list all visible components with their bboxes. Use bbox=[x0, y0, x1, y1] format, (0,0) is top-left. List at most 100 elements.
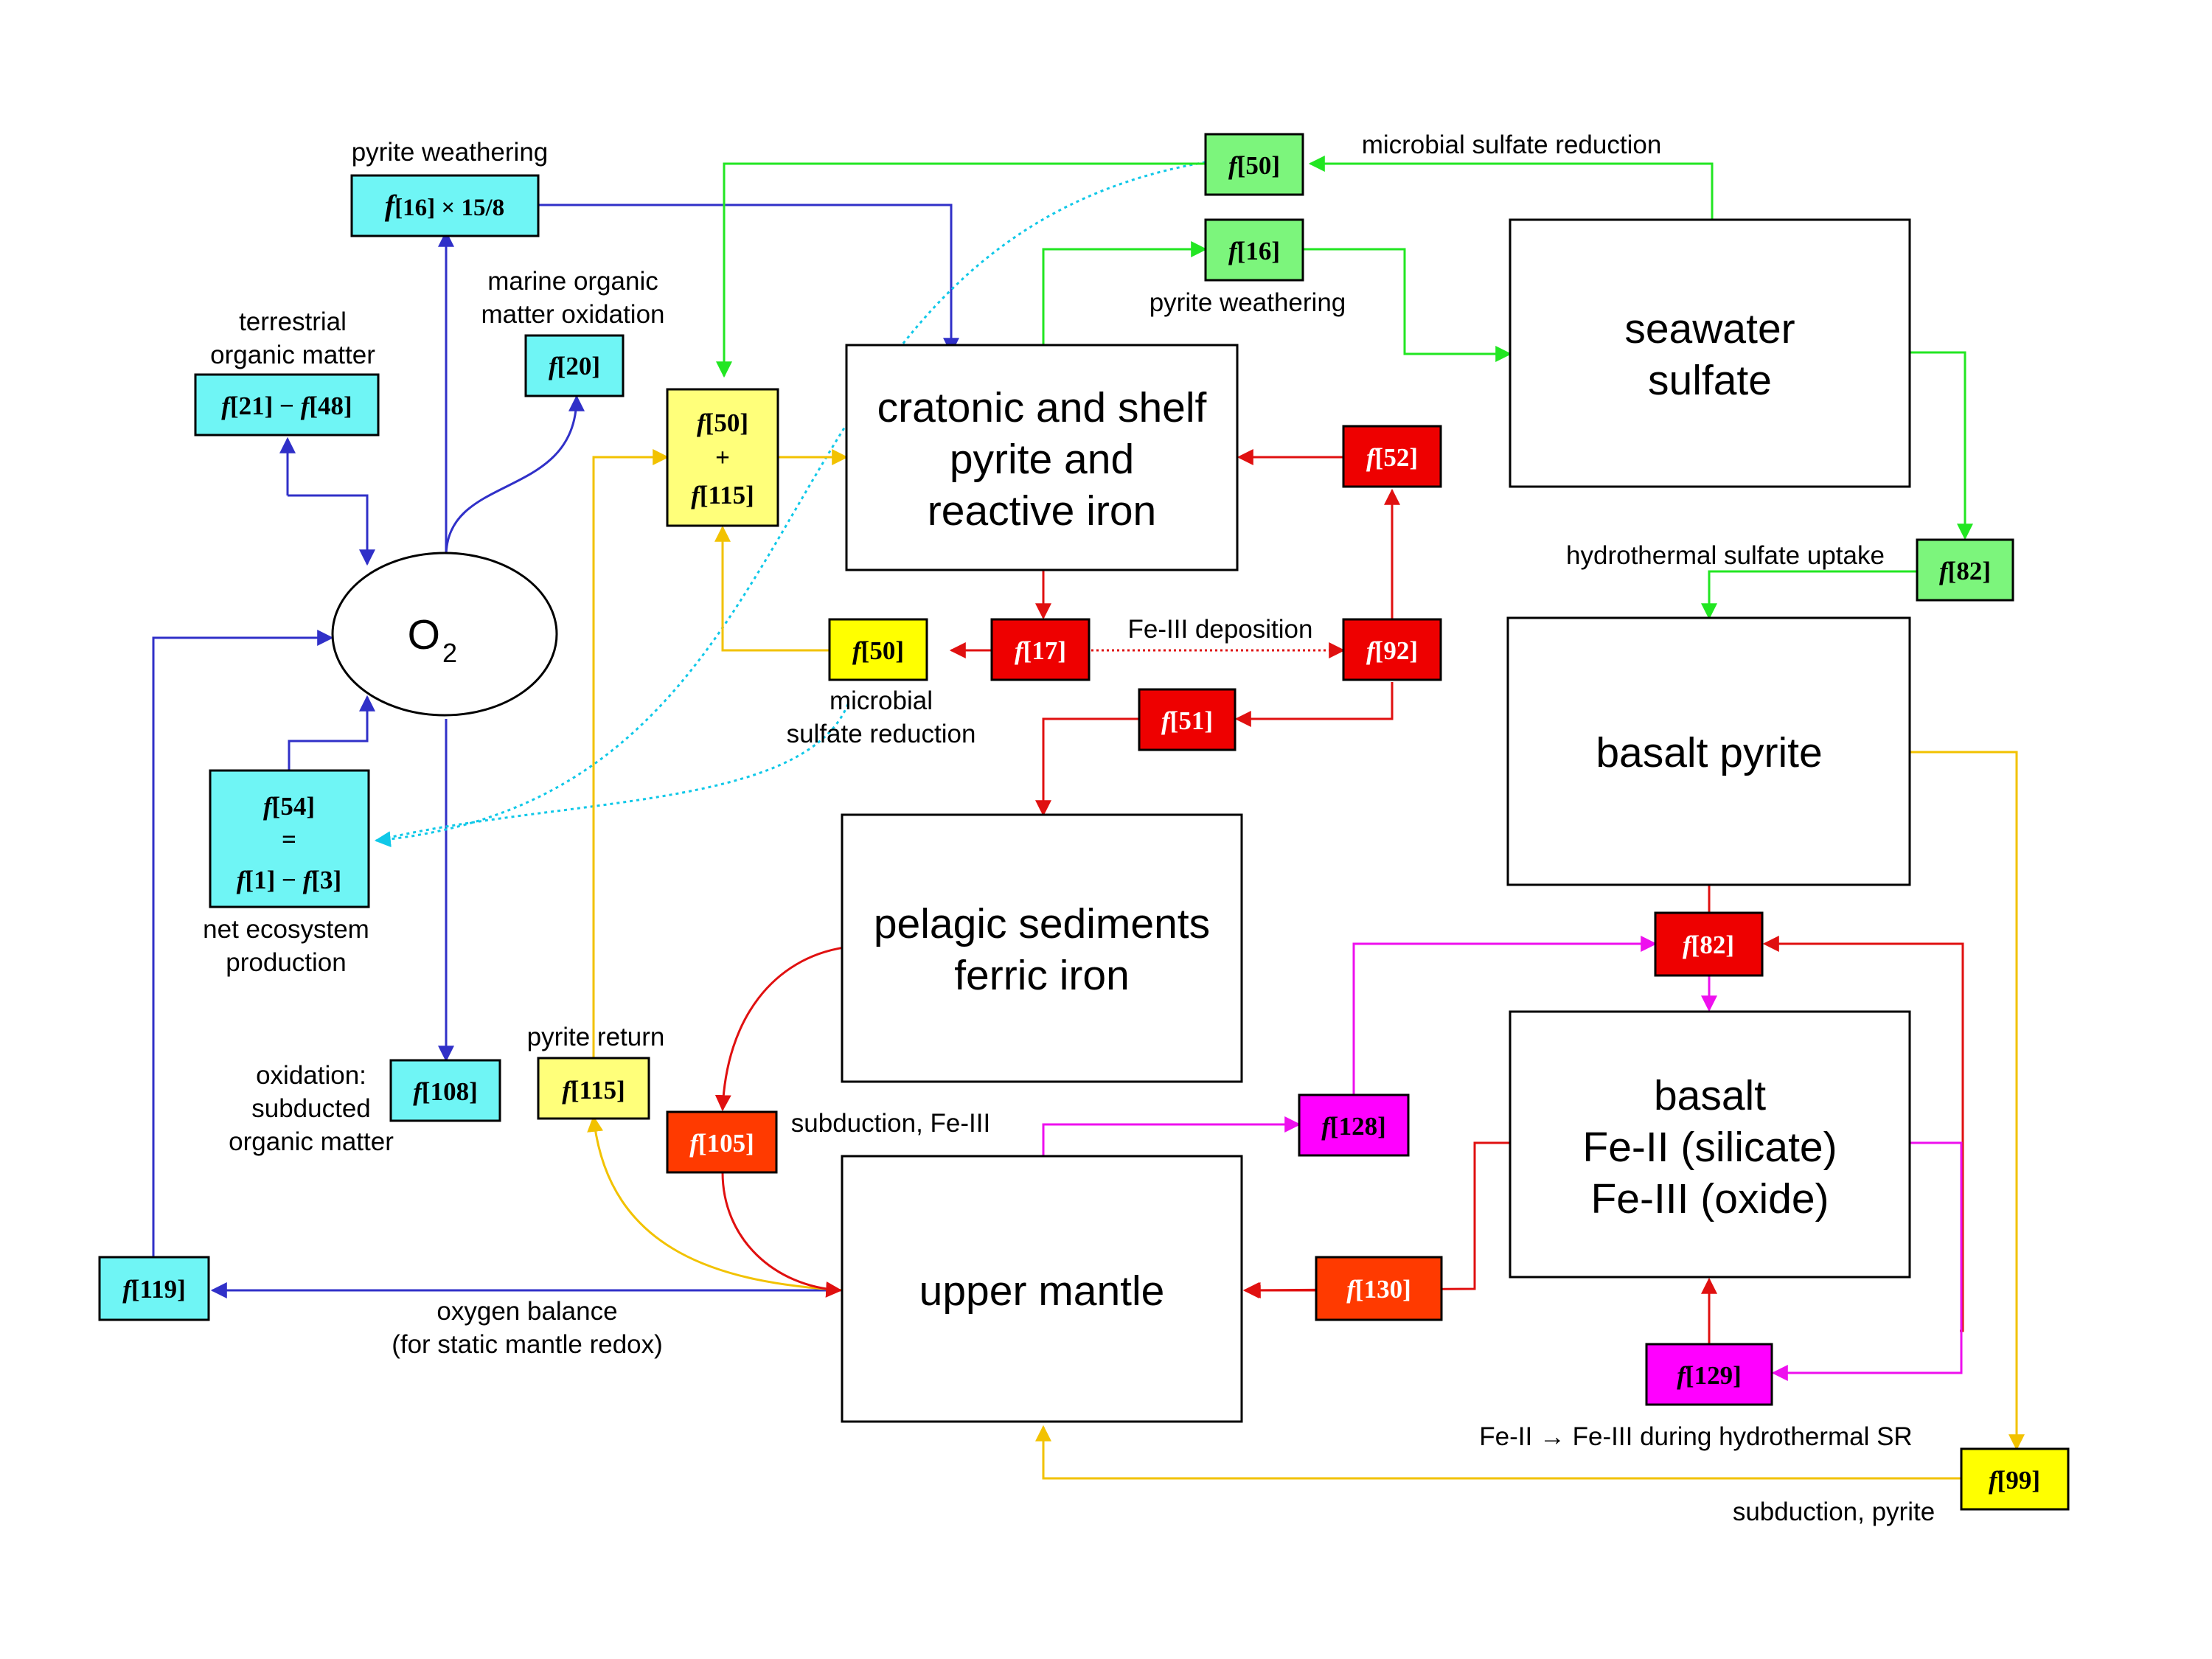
f99-text: [99] bbox=[1997, 1466, 2040, 1495]
oxidation-subducted-label-2: subducted bbox=[251, 1094, 371, 1123]
f50-green-text: [50] bbox=[1237, 151, 1280, 180]
flux-f16-x-15-8: f[16] × 15/8 bbox=[350, 174, 540, 237]
flux-f130: f[130] bbox=[1315, 1256, 1443, 1321]
microbial-sr-label-1: microbial bbox=[830, 686, 933, 715]
svg-text:f[16]: f[16] bbox=[1228, 237, 1280, 265]
svg-text:f[50]: f[50] bbox=[697, 408, 748, 437]
f52-text: [52] bbox=[1375, 443, 1418, 472]
svg-text:f[82]: f[82] bbox=[1939, 557, 1991, 585]
blue-connectors bbox=[152, 204, 959, 1298]
o2-to-marine-om-arrow bbox=[445, 394, 585, 557]
f119-to-o2-arrow bbox=[152, 630, 334, 1257]
f17-text: [17] bbox=[1023, 636, 1066, 665]
flux-f115: f[115] bbox=[537, 1057, 650, 1120]
f130-text: [130] bbox=[1355, 1275, 1411, 1304]
seawater-to-f50-arrow bbox=[1308, 156, 1714, 219]
f54-text: [54] bbox=[272, 792, 315, 821]
pelagic-line-2: ferric iron bbox=[954, 952, 1130, 999]
oxygen-balance-label-1: oxygen balance bbox=[437, 1297, 617, 1326]
f115-sum-text: [115] bbox=[700, 481, 754, 509]
svg-text:f[51]: f[51] bbox=[1161, 706, 1213, 735]
svg-text:f[99]: f[99] bbox=[1989, 1466, 2040, 1495]
svg-text:f[54]: f[54] bbox=[263, 792, 315, 821]
flux-f17: f[17] bbox=[990, 618, 1091, 681]
svg-text:f[50]: f[50] bbox=[1228, 151, 1280, 180]
mantle-to-f128-arrow bbox=[1042, 1116, 1301, 1156]
flux-f108: f[108] bbox=[389, 1059, 501, 1122]
basalt-pyrite-label: basalt pyrite bbox=[1596, 729, 1822, 776]
o2-label: O bbox=[408, 611, 440, 658]
nep-label-1: net ecosystem bbox=[203, 915, 369, 944]
flux-f105: f[105] bbox=[666, 1110, 778, 1174]
basalt-pyrite-to-f99-arrow bbox=[1910, 751, 2025, 1451]
fe2-fe3-label: Fe-II → Fe-III during hydrothermal SR bbox=[1479, 1422, 1912, 1451]
f82-green-text: [82] bbox=[1948, 557, 1991, 585]
oxygen-balance-label-2: (for static mantle redox) bbox=[392, 1330, 663, 1359]
terrestrial-label-2: organic matter bbox=[210, 341, 375, 369]
svg-text:f[1] − f[3]: f[1] − f[3] bbox=[237, 866, 341, 894]
flux-f20: f[20] bbox=[524, 334, 625, 397]
flux-f50-yellow: f[50] bbox=[828, 618, 928, 681]
reservoir-upper-mantle: upper mantle bbox=[841, 1155, 1243, 1423]
reservoir-o2: O 2 bbox=[331, 552, 558, 717]
terrestrial-to-o2-arrow bbox=[288, 494, 375, 566]
f1-text: [1] − bbox=[245, 866, 302, 894]
cyan-dotted-connectors bbox=[374, 161, 1206, 848]
flux-f50-plus-f115: f[50] + f[115] bbox=[666, 388, 779, 527]
nep-label-2: production bbox=[226, 948, 346, 977]
f50-sum-text: [50] bbox=[706, 408, 748, 437]
annotation-labels: pyrite weathering marine organic matter … bbox=[203, 131, 1935, 1526]
microbial-sr-top-label: microbial sulfate reduction bbox=[1362, 131, 1662, 159]
terrestrial-label-1: terrestrial bbox=[239, 307, 347, 336]
cratonic-line-1: cratonic and shelf bbox=[877, 384, 1207, 431]
f54-equals: = bbox=[282, 825, 296, 854]
f119-text: [119] bbox=[131, 1275, 186, 1304]
microbial-sr-label-2: sulfate reduction bbox=[787, 720, 976, 748]
f50-top-to-nep-dotted bbox=[374, 161, 1206, 848]
upper-mantle-label: upper mantle bbox=[919, 1267, 1165, 1315]
f129-text: [129] bbox=[1686, 1361, 1742, 1390]
svg-text:f[105]: f[105] bbox=[689, 1129, 754, 1158]
yellow-connectors bbox=[587, 449, 2025, 1480]
o2-subscript: 2 bbox=[442, 638, 457, 668]
f82-to-basalt-pyrite-arrow bbox=[1701, 570, 1917, 620]
seawater-line-2: sulfate bbox=[1648, 357, 1772, 404]
f105-text: [105] bbox=[698, 1129, 754, 1158]
flux-f128: f[128] bbox=[1298, 1093, 1410, 1157]
plus-sign: + bbox=[715, 443, 730, 472]
flux-f99: f[99] bbox=[1960, 1447, 2070, 1511]
seawater-line-1: seawater bbox=[1624, 305, 1795, 352]
svg-text:f[108]: f[108] bbox=[413, 1077, 477, 1106]
oxidation-subducted-label-3: organic matter bbox=[229, 1127, 394, 1156]
f50-yellow-text: [50] bbox=[861, 636, 904, 665]
f92-to-f51-arrow bbox=[1234, 682, 1394, 727]
f115-to-yellow-box-arrow bbox=[592, 449, 669, 1058]
fe3-deposition-label: Fe-III deposition bbox=[1128, 615, 1313, 644]
marine-om-label-2: matter oxidation bbox=[481, 300, 664, 329]
flux-f92: f[92] bbox=[1342, 618, 1442, 681]
f105-to-mantle-arrow bbox=[721, 1172, 843, 1298]
mantle-to-f115-arrow bbox=[587, 1115, 845, 1292]
svg-text:f[16] × 15/8: f[16] × 15/8 bbox=[385, 189, 504, 222]
svg-text:f[20]: f[20] bbox=[549, 352, 600, 380]
svg-text:f[52]: f[52] bbox=[1366, 443, 1418, 472]
flux-f50-green: f[50] bbox=[1204, 133, 1304, 196]
subduction-fe3-label: subduction, Fe-III bbox=[791, 1109, 990, 1138]
f16-green-text: [16] bbox=[1237, 237, 1280, 265]
f16-to-seawater-arrow bbox=[1301, 248, 1512, 362]
f92-text: [92] bbox=[1375, 636, 1418, 665]
flux-f54-nep: f[54] = f[1] − f[3] bbox=[209, 769, 370, 908]
f20-text: [20] bbox=[557, 352, 600, 380]
basalt-line-2: Fe-II (silicate) bbox=[1582, 1124, 1837, 1171]
f108-text: [108] bbox=[422, 1077, 478, 1106]
cratonic-line-3: reactive iron bbox=[928, 487, 1156, 535]
cratonic-line-2: pyrite and bbox=[950, 436, 1134, 483]
flux-f82-green: f[82] bbox=[1916, 538, 2014, 602]
reservoir-seawater-sulfate: seawater sulfate bbox=[1509, 218, 1911, 488]
svg-text:f[119]: f[119] bbox=[122, 1275, 186, 1304]
svg-text:f[17]: f[17] bbox=[1015, 636, 1066, 665]
pelagic-line-1: pelagic sediments bbox=[874, 900, 1210, 947]
pelagic-to-f105-arrow bbox=[714, 946, 845, 1112]
flux-f16-green: f[16] bbox=[1204, 218, 1304, 282]
reservoir-pelagic-sediments: pelagic sediments ferric iron bbox=[841, 813, 1243, 1083]
